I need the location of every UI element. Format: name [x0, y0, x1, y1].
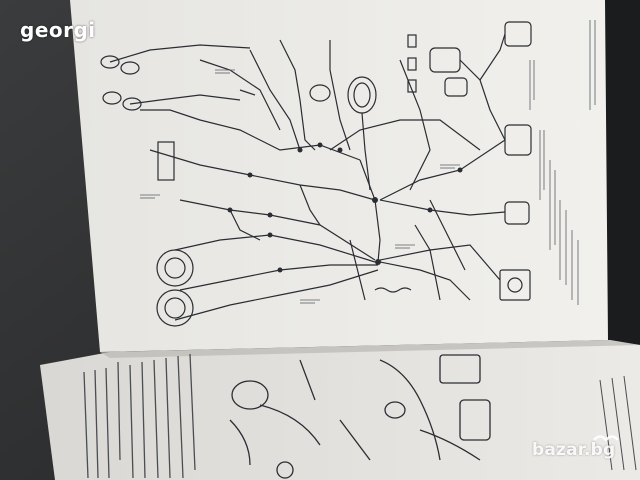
page-fold-shadow — [100, 340, 640, 358]
site-logo-icon — [593, 435, 619, 442]
horn — [309, 84, 331, 102]
lamp-small-3 — [102, 91, 122, 105]
upper-page-shadow — [605, 0, 640, 345]
lamp-small-1 — [100, 55, 120, 69]
diagram-label-marks — [140, 20, 596, 305]
lamp-small-2 — [120, 61, 140, 75]
lamp-small-4 — [122, 97, 142, 111]
upper-page — [70, 0, 610, 352]
lower-page — [40, 340, 640, 480]
headlamp-bottom — [156, 289, 194, 327]
starter-low — [504, 201, 530, 225]
battery — [499, 269, 531, 301]
site-logo-text: bazar.bg — [532, 440, 616, 460]
wire-junctions — [227, 142, 463, 273]
lower-page-illustration — [229, 354, 491, 479]
seller-watermark: georgi — [20, 18, 96, 42]
lower-right-text-marks — [599, 375, 637, 471]
wiring-diagram — [100, 21, 532, 327]
lower-page-text-lines — [83, 353, 196, 479]
